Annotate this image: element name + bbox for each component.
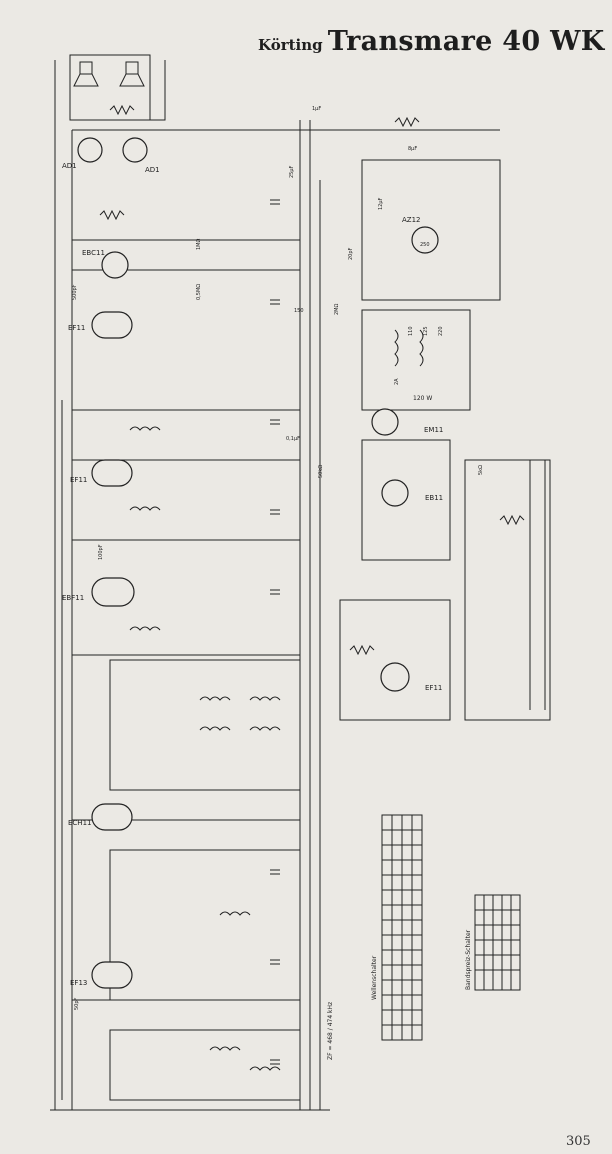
component-label: 0,5MΩ [196, 284, 202, 300]
brand-name: Körting [258, 36, 323, 54]
page-title: Körting Transmare 40 WK [258, 26, 605, 57]
component-label: 100pF [98, 544, 104, 560]
component-label: 1µF [312, 106, 321, 112]
svg-text:EF13: EF13 [70, 979, 87, 987]
svg-text:EF11: EF11 [68, 324, 85, 332]
tube-ef13: EF13 [70, 961, 133, 989]
component-label: 25µF [289, 165, 295, 178]
svg-text:AZ12: AZ12 [402, 216, 421, 224]
tube-em11: EM11 [371, 408, 443, 436]
wave-switch-title: Wellenschalter [371, 955, 378, 1000]
tube-ech11: ECH11 [68, 803, 133, 831]
component-label: 150 [294, 308, 304, 314]
svg-text:EF11: EF11 [425, 684, 442, 692]
component-label: 20pF [348, 247, 354, 260]
component-label: 500pF [72, 284, 78, 300]
if-frequency-label: ZF = 468 / 474 kHz [327, 1002, 334, 1060]
svg-text:EM11: EM11 [424, 426, 443, 434]
component-label: 8µF [408, 146, 417, 152]
component-label: 2MΩ [334, 304, 340, 315]
component-label: 1MΩ [196, 239, 202, 250]
component-label: 220 [438, 326, 444, 336]
svg-text:ECH11: ECH11 [68, 819, 91, 827]
component-label: 110 [408, 326, 414, 336]
model-name: Transmare 40 WK [327, 26, 605, 57]
component-label: 12µF [378, 197, 384, 210]
bandspread-switch-title: Bandspreiz-Schalter [465, 929, 472, 990]
component-label: 0,1µF [286, 436, 300, 442]
svg-text:EBC11: EBC11 [82, 249, 105, 257]
tube-ef11-if: EF11 [70, 459, 133, 487]
svg-text:AD1: AD1 [145, 166, 160, 174]
speaker-icon [119, 61, 145, 87]
output-stage-frame [69, 54, 151, 121]
tube-ebf11: EBF11 [62, 577, 135, 607]
svg-text:EBF11: EBF11 [62, 594, 84, 602]
component-label: 50kΩ [318, 465, 324, 478]
svg-text:AD1: AD1 [62, 162, 77, 170]
wave-switch-table [381, 814, 423, 1041]
svg-text:EB11: EB11 [425, 494, 443, 502]
power-label: 120 W [413, 395, 432, 402]
tube-ef11-af: EF11 [68, 311, 133, 339]
tube-ad1-a: AD1 [62, 137, 103, 170]
dial-scale-frame [464, 459, 551, 721]
component-label: 2A [394, 378, 400, 385]
component-label: 50pF [74, 997, 80, 1010]
tube-ef11-b: EF11 [380, 662, 442, 692]
tube-ad1-b: AD1 [122, 137, 160, 174]
page-number: 305 [566, 1134, 591, 1149]
speaker-icon [73, 61, 99, 87]
component-label: 125 [423, 326, 429, 336]
tube-eb11: EB11 [381, 479, 443, 507]
tube-ebc11: EBC11 [82, 249, 129, 279]
component-label: 5kΩ [478, 465, 484, 475]
tube-az12: AZ12 [402, 216, 439, 254]
svg-text:EF11: EF11 [70, 476, 87, 484]
component-label: 250 [420, 242, 430, 248]
bandspread-switch-table [474, 894, 521, 991]
